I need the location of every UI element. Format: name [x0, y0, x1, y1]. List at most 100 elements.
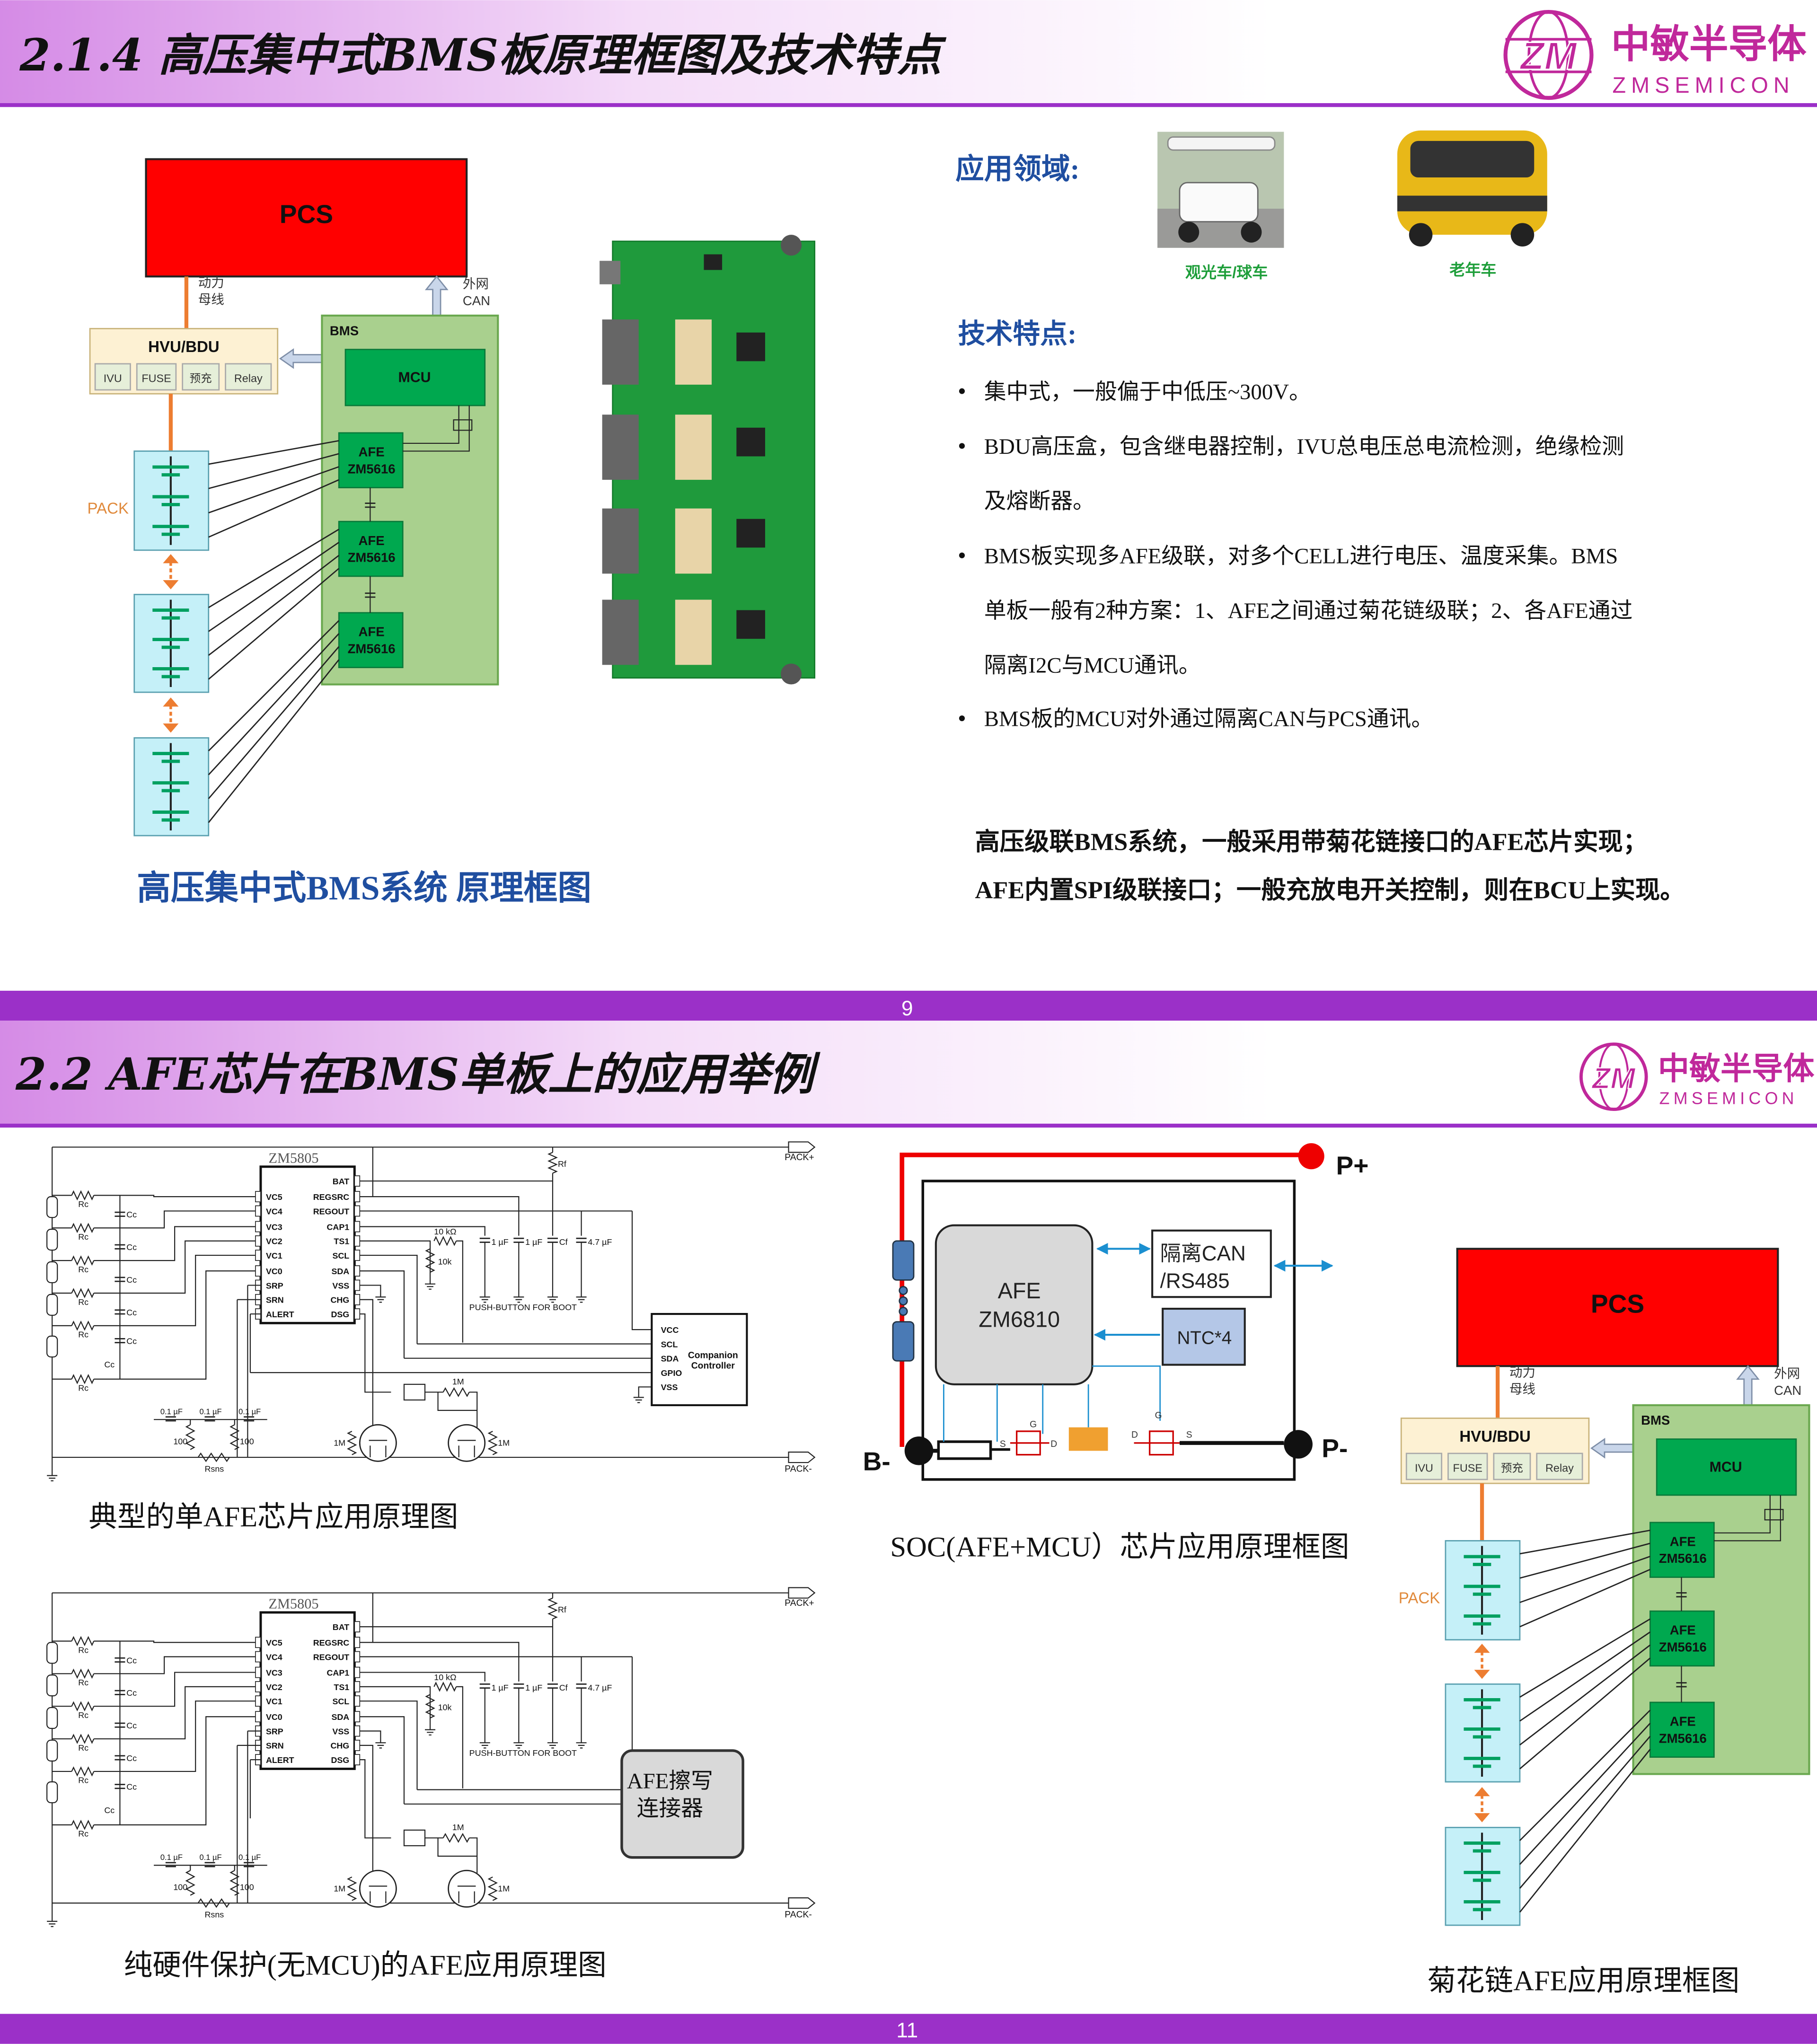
rc-label: Rc	[78, 1232, 88, 1242]
bms-board-photo	[600, 235, 816, 685]
cap-label: Cf	[559, 1683, 568, 1692]
company-logo: ZM 中敏半导体 ZMSEMICON	[1503, 10, 1807, 100]
afe-chip-box	[1649, 1522, 1715, 1578]
summary-line: 高压级联BMS系统，一般采用带菊花链接口的AFE芯片实现；	[975, 828, 1648, 855]
cc-label: Cc	[126, 1782, 137, 1791]
afe-soc-chip	[935, 1224, 1094, 1385]
cc-label: Cc	[126, 1275, 137, 1285]
logo-en: ZMSEMICON	[1659, 1089, 1798, 1108]
page-footer-band	[0, 990, 1817, 1021]
golf-cart-photo	[1157, 132, 1284, 248]
afe-part-label: ZM5616	[348, 550, 396, 565]
chip-label: ZM5805	[268, 1596, 318, 1612]
fuse-icon	[1068, 1427, 1108, 1451]
bms-label: BMS	[330, 323, 359, 338]
ntc-label: NTC*4	[1177, 1328, 1232, 1348]
ground-icon	[375, 1742, 386, 1749]
hvu-part-label: FUSE	[1453, 1462, 1482, 1474]
r100-label: 100	[240, 1437, 254, 1446]
resistor-icon	[71, 1288, 95, 1298]
mcu-label: MCU	[398, 370, 431, 385]
resistor-icon	[71, 1223, 95, 1233]
cc-label: Cc	[126, 1753, 137, 1763]
ground-icon	[425, 1729, 436, 1736]
r1m-label: 1M	[334, 1438, 345, 1447]
feature-line: BMS板的MCU对外通过隔离CAN与PCS通讯。	[984, 707, 1433, 731]
ground-icon	[547, 1742, 558, 1749]
slide-title: 2.1.4 高压集中式BMS板原理框图及技术特点	[19, 29, 947, 81]
push-button-label: PUSH-BUTTON FOR BOOT	[469, 1303, 577, 1312]
resistor-icon	[547, 1152, 558, 1174]
chip-label: ZM5805	[268, 1150, 318, 1166]
resistor-icon	[347, 1877, 357, 1901]
cc-label: Cc	[104, 1360, 115, 1369]
ground-icon	[479, 1742, 490, 1749]
hvu-part-box	[1493, 1453, 1531, 1480]
bus-label: 动力	[198, 275, 224, 290]
battery-cell-icon	[46, 1642, 58, 1664]
daisy-chain-caption: 菊花链AFE应用原理框图	[1427, 1965, 1739, 1997]
ground-icon	[513, 1296, 524, 1303]
feature-line: BDU高压盒，包含继电器控制，IVU总电压总电流检测，绝缘检测	[984, 434, 1624, 459]
pack-minus-label: PACK-	[785, 1464, 811, 1474]
controller-pin-label: VCC	[661, 1325, 679, 1335]
afe-part: ZM6810	[979, 1307, 1060, 1332]
power-mosfet-icon	[359, 1424, 397, 1462]
header-rule	[0, 1123, 1817, 1128]
chip-pin-label: VSS	[332, 1281, 349, 1290]
chip-pin-label: SRN	[266, 1295, 284, 1305]
summary-line: AFE内置SPI级联接口；一般充放电开关控制，则在BCU上实现。	[975, 876, 1685, 904]
r1m-label: 1M	[498, 1884, 510, 1893]
chip-pin-label: CAP1	[327, 1222, 350, 1232]
rsns-label: Rsns	[204, 1910, 224, 1919]
board-outline	[921, 1180, 1296, 1481]
logo-cn: 中敏半导体	[1611, 22, 1807, 66]
cascade-arrow-icon	[1474, 1643, 1490, 1679]
rc-label: Rc	[78, 1383, 88, 1393]
p-minus-label: P-	[1322, 1434, 1348, 1463]
companion-controller	[651, 1313, 748, 1406]
hvu-part-box	[1536, 1453, 1583, 1480]
resistor-icon	[425, 1248, 435, 1273]
ground-icon	[633, 1397, 644, 1403]
rc-label: Rc	[78, 1199, 88, 1209]
resistor-icon	[433, 1235, 457, 1246]
resistor-icon	[197, 1898, 230, 1908]
chip-pin-label: CHG	[330, 1741, 349, 1751]
slide-title: 2.2 AFE芯片在BMS单板上的应用举例	[15, 1048, 820, 1101]
resistor-icon	[71, 1374, 95, 1384]
ground-icon	[425, 1283, 436, 1290]
chip-pin-label: VC0	[266, 1712, 282, 1722]
mcu-label: MCU	[1710, 1459, 1742, 1475]
filter-cap-label: 0.1 µF	[238, 1407, 261, 1416]
resistor-icon	[229, 1424, 240, 1450]
hvu-part-box	[1405, 1453, 1443, 1480]
afe-part-label: ZM5616	[1659, 1551, 1707, 1566]
hvu-part-label: 预充	[1501, 1462, 1523, 1474]
diagram-caption: 高压集中式BMS系统 原理框图	[137, 870, 591, 907]
chip-pin-label: BAT	[333, 1177, 350, 1186]
battery-module	[133, 737, 210, 837]
feature-line: 集中式，一般偏于中低压~300V。	[984, 379, 1311, 404]
charge-mosfet-icon	[1010, 1430, 1050, 1456]
chip-pin-label: VC0	[266, 1267, 282, 1276]
resistor-icon	[71, 1255, 95, 1266]
r1m-label: 1M	[334, 1884, 345, 1893]
logo-en: ZMSEMICON	[1613, 73, 1795, 97]
application-label: 观光车/球车	[1185, 264, 1268, 282]
filter-cap-label: 0.1 µF	[160, 1407, 183, 1416]
chip-pin-label: VC1	[266, 1697, 282, 1706]
afe-label: AFE	[359, 444, 385, 459]
chip-pin-label: SDA	[331, 1267, 349, 1276]
pcs-box	[145, 158, 468, 278]
ground-icon	[47, 1921, 58, 1927]
controller-pin-label: SCL	[661, 1339, 678, 1349]
thermistor-label: 10k	[438, 1702, 452, 1712]
connector-label: AFE擦写	[627, 1769, 713, 1794]
can-label: CAN	[463, 293, 490, 308]
mcu-box	[1656, 1438, 1797, 1496]
chip-pin-label: VC3	[266, 1668, 282, 1677]
chip-pin-label: VC5	[266, 1638, 282, 1648]
chip-pin-label: VC2	[266, 1237, 282, 1246]
battery-cell-icon	[46, 1335, 58, 1358]
